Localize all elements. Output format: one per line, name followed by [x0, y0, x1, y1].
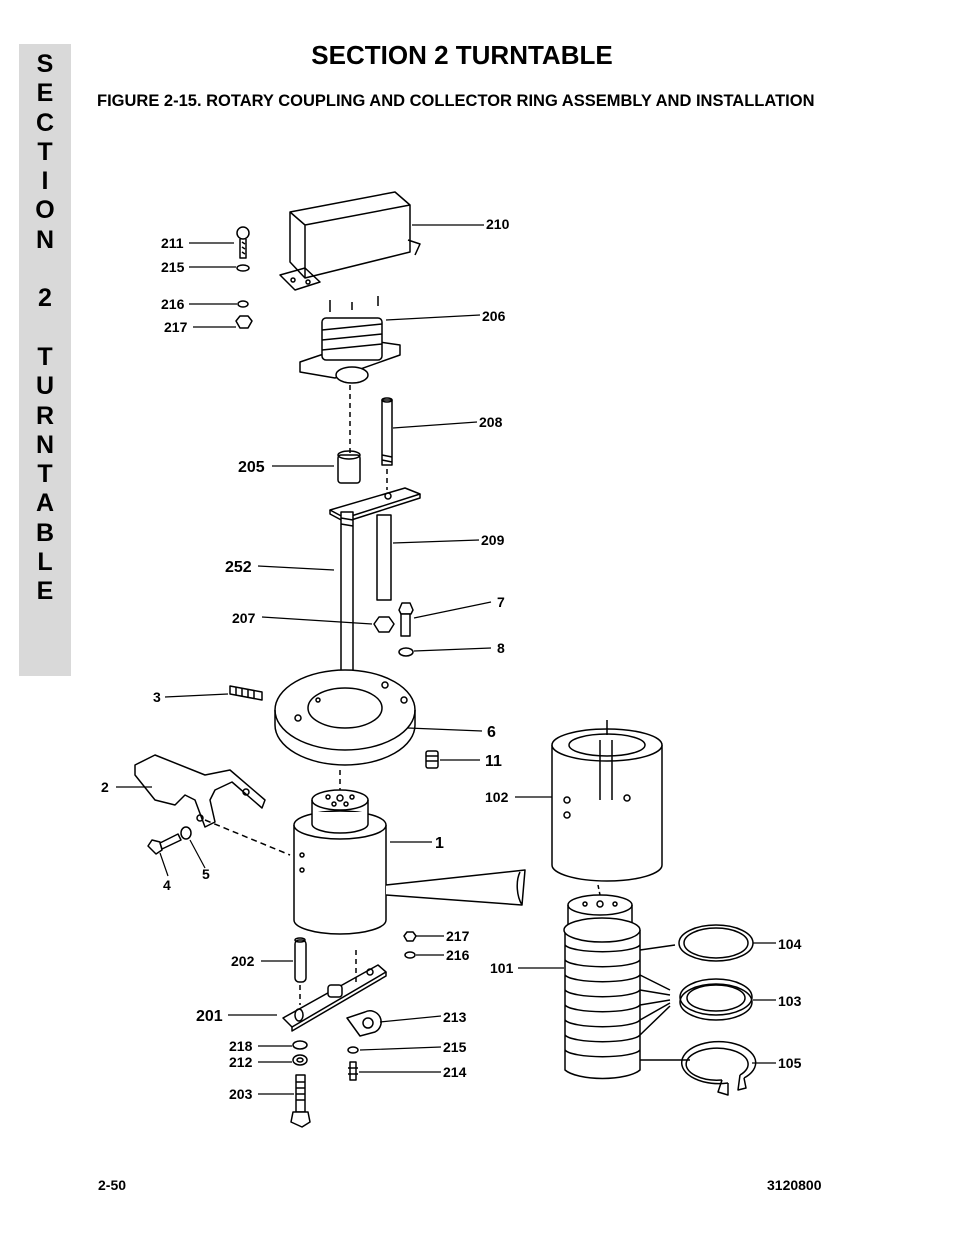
- side-letter: T: [37, 137, 53, 166]
- rotary-coupling-body-part: [293, 770, 526, 935]
- callout-217: 217: [164, 319, 188, 335]
- callout-213: 213: [443, 1009, 467, 1025]
- figure-title: FIGURE 2-15. ROTARY COUPLING AND COLLECT…: [97, 92, 815, 110]
- document-number: 3120800: [767, 1177, 822, 1193]
- ring-leader-fan: [639, 944, 690, 1061]
- outer-sleeve-part: [551, 720, 663, 882]
- long-rod-part: [340, 511, 354, 688]
- callout-7: 7: [497, 594, 505, 610]
- section-side-tab: S E C T I O N 2 T U R N T A B L E: [19, 44, 71, 676]
- callout-5: 5: [202, 866, 210, 882]
- set-screw-part: [229, 685, 263, 701]
- small-washer-part: [404, 951, 416, 959]
- callout-206: 206: [482, 308, 506, 324]
- spacer-tube-part: [376, 514, 392, 601]
- callout-11: 11: [485, 753, 502, 770]
- side-letter: 2: [38, 284, 52, 313]
- bolt-washer-part: [398, 602, 414, 657]
- anchor-bracket-part: [134, 754, 266, 828]
- callout-214: 214: [443, 1064, 467, 1080]
- side-letter: N: [35, 430, 55, 459]
- callout-216b: 216: [446, 947, 470, 963]
- side-letter: E: [36, 79, 54, 108]
- callout-104: 104: [778, 936, 802, 952]
- callout-212: 212: [229, 1054, 253, 1070]
- snap-ring-part: [681, 1040, 757, 1096]
- callout-8: 8: [497, 640, 505, 656]
- side-letter: T: [37, 342, 53, 371]
- callout-101: 101: [490, 960, 514, 976]
- side-letter: C: [35, 108, 55, 137]
- side-letter: T: [37, 460, 53, 489]
- callout-215: 215: [161, 259, 185, 275]
- callout-2: 2: [101, 779, 109, 795]
- parts-drawing: [134, 191, 757, 1128]
- side-letter: O: [35, 196, 55, 225]
- side-letter: L: [37, 548, 53, 577]
- o-ring-part: [678, 924, 754, 962]
- mounting-hardware-top: [235, 226, 253, 329]
- strap-plate-part: [282, 950, 387, 1032]
- side-letter: U: [35, 372, 55, 401]
- cover-box-part: [279, 191, 421, 291]
- collector-ring-part: [299, 296, 401, 384]
- side-letter: B: [35, 518, 55, 547]
- side-letter: I: [41, 167, 49, 196]
- callout-252: 252: [225, 559, 252, 576]
- bearing-ring-part: [679, 978, 753, 1021]
- callout-102: 102: [485, 789, 509, 805]
- callout-202: 202: [231, 953, 255, 969]
- callout-210: 210: [486, 216, 510, 232]
- callout-217b: 217: [446, 928, 470, 944]
- page-number: 2-50: [98, 1177, 127, 1193]
- coupling-fitting-part: [337, 450, 361, 484]
- side-letter: E: [36, 577, 54, 606]
- hex-nut-part: [373, 616, 395, 633]
- callout-215b: 215: [443, 1039, 467, 1055]
- bottom-bolt-stack-part: [290, 1040, 311, 1128]
- clamp-washer-part: [347, 1046, 359, 1054]
- side-letter: A: [35, 489, 55, 518]
- bracket-align-line: [204, 819, 291, 856]
- callout-211: 211: [161, 235, 184, 251]
- callout-208: 208: [479, 414, 503, 430]
- cable-clamp-part: [346, 1010, 382, 1037]
- stud-rod-part: [381, 397, 393, 466]
- callout-209: 209: [481, 532, 505, 548]
- callout-203: 203: [229, 1086, 253, 1102]
- side-letter: S: [36, 50, 54, 78]
- callout-105: 105: [778, 1055, 802, 1071]
- callout-216: 216: [161, 296, 185, 312]
- dowel-pin-part: [294, 937, 307, 983]
- clamp-screw-part: [348, 1061, 358, 1081]
- callout-4: 4: [163, 877, 171, 893]
- callout-207: 207: [232, 610, 256, 626]
- slip-ring-stack-part: [563, 884, 641, 1080]
- callout-3: 3: [153, 689, 161, 705]
- small-plug-part: [425, 750, 439, 769]
- small-nut-part: [403, 931, 417, 942]
- section-title: SECTION 2 TURNTABLE: [311, 40, 613, 70]
- callout-201: 201: [196, 1008, 223, 1025]
- callout-1: 1: [435, 835, 444, 852]
- side-tab-letters: S E C T I O N 2 T U R N T A B L E: [19, 50, 71, 607]
- side-letter: N: [35, 225, 55, 254]
- ring-plate-part: [274, 669, 416, 766]
- side-letter: R: [35, 401, 55, 430]
- callout-218: 218: [229, 1038, 253, 1054]
- leader-lines: [116, 224, 776, 1095]
- callout-6: 6: [487, 724, 496, 741]
- callout-205: 205: [238, 459, 265, 476]
- callout-103: 103: [778, 993, 802, 1009]
- bracket-bolt-part: [147, 826, 192, 855]
